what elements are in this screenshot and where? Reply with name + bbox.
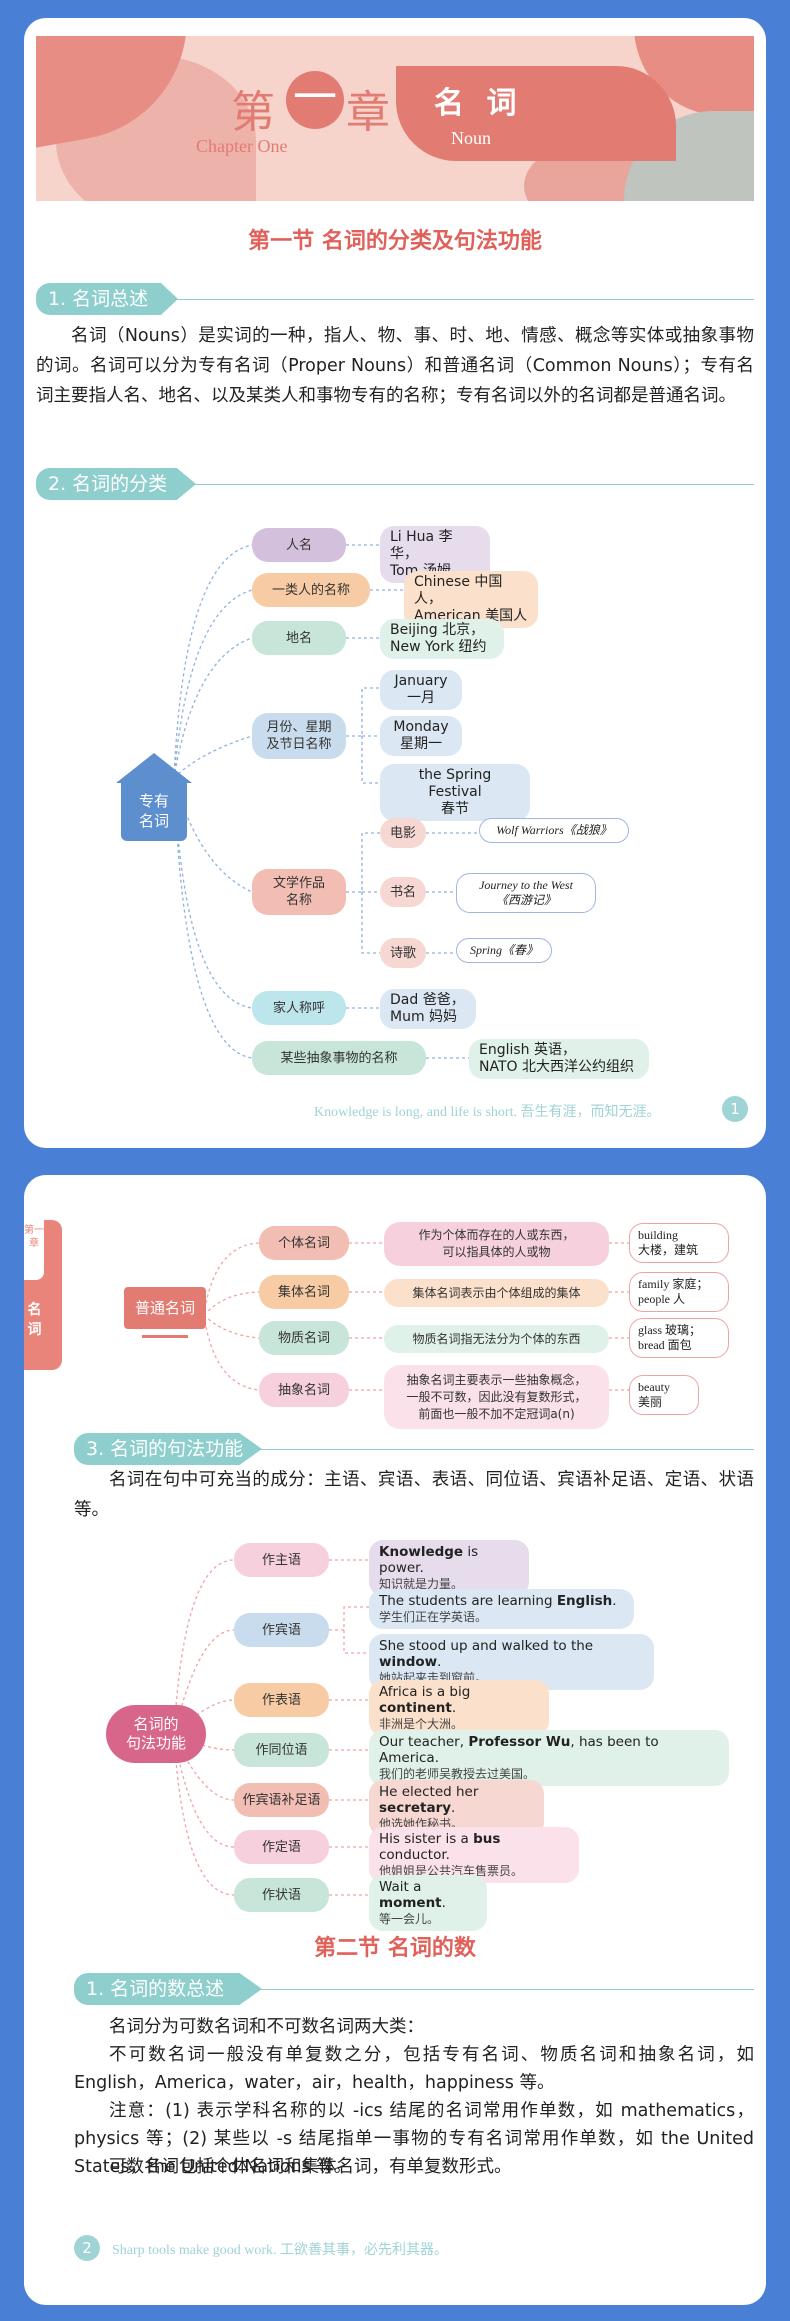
chapter-title-en: Noun xyxy=(451,128,491,148)
page-1: 第 一 章 Chapter One 名 词 Noun 第一节 名词的分类及句法功… xyxy=(24,18,766,1148)
leaf-place-name: Beijing 北京， New York 纽约 xyxy=(380,619,504,659)
syntax-paragraph: 名词在句中可充当的成分：主语、宾语、表语、同位语、宾语补足语、定语、状语等。 xyxy=(74,1470,754,1520)
branch-family: 家人称呼 xyxy=(252,991,346,1025)
chapter-title: 名 词 xyxy=(434,86,523,121)
leaf-spring-festival: the Spring Festival 春节 xyxy=(380,764,530,821)
page-footer-quote: Knowledge is long, and life is short. 吾生… xyxy=(314,1105,661,1120)
chapter-zhang: 章 xyxy=(346,88,390,137)
poem-example: Spring《春》 xyxy=(456,938,552,963)
proper-noun-root: 专有 名词 xyxy=(116,753,192,848)
sub-film: 电影 xyxy=(380,818,426,848)
common-abstract-ex: beauty 美丽 xyxy=(629,1375,699,1415)
number-line-4: 可数名词包括个体名词和集体名词，有单复数形式。 xyxy=(109,2157,512,2177)
subheading-syntax: 3. 名词的句法功能 xyxy=(74,1433,262,1465)
subheading-classification: 2. 名词的分类 xyxy=(36,468,196,500)
divider xyxy=(174,299,754,300)
func-object-complement-example: He elected her secretary.他选她作秘书。 xyxy=(369,1780,544,1836)
sub-poem: 诗歌 xyxy=(380,938,426,968)
page-number: 1 xyxy=(722,1096,748,1122)
common-noun-root: 普通名词 xyxy=(124,1287,206,1329)
syntax-root: 名词的 句法功能 xyxy=(106,1705,206,1763)
number-line-3: 注意：(1) 表示学科名称的以 -ics 结尾的名词常用作单数，如 mathem… xyxy=(74,2101,754,2177)
divider xyxy=(258,1989,754,1990)
branch-literature: 文学作品 名称 xyxy=(252,869,346,915)
chapter-en: Chapter One xyxy=(196,136,288,156)
page-2: 第一章 名词 普通名词 个体名词 作为个体而存在的人或东西， 可以指具体的人或物… xyxy=(24,1175,766,2305)
root-underline xyxy=(142,1335,188,1338)
func-adverbial: 作状语 xyxy=(234,1878,329,1912)
func-predicative: 作表语 xyxy=(234,1683,329,1717)
number-line-1: 名词分为可数名词和不可数名词两大类： xyxy=(109,2017,424,2037)
func-object: 作宾语 xyxy=(234,1613,329,1647)
common-collective-ex: family 家庭； people 人 xyxy=(629,1272,729,1312)
film-example: Wolf Warriors《战狼》 xyxy=(479,818,629,843)
proper-noun-label: 专有 名词 xyxy=(121,783,187,841)
page-number: 2 xyxy=(74,2235,100,2261)
func-predicative-example: Africa is a big continent.非洲是个大洲。 xyxy=(369,1680,549,1736)
divider xyxy=(258,1449,754,1450)
branch-group-name: 一类人的名称 xyxy=(252,573,370,607)
common-material: 物质名词 xyxy=(259,1321,349,1355)
chapter-banner: 第 一 章 Chapter One 名 词 Noun xyxy=(36,36,754,201)
chapter-title-pill xyxy=(396,66,676,161)
func-adverbial-example: Wait a moment.等一会儿。 xyxy=(369,1875,487,1931)
branch-person-name: 人名 xyxy=(252,528,346,562)
branch-place-name: 地名 xyxy=(252,621,346,655)
page-footer-quote: Sharp tools make good work. 工欲善其事，必先利其器。 xyxy=(112,2243,448,2258)
branch-dates: 月份、星期 及节日名称 xyxy=(252,713,346,759)
leaf-january: January 一月 xyxy=(380,670,462,710)
func-attributive-example: His sister is a bus conductor.他姐姐是公共汽车售票… xyxy=(369,1827,579,1883)
func-object-complement: 作宾语补足语 xyxy=(234,1783,329,1817)
side-tab-chapter: 第一章 xyxy=(24,1220,44,1280)
book-example: Journey to the West 《西游记》 xyxy=(456,873,596,913)
common-material-ex: glass 玻璃； bread 面包 xyxy=(629,1318,729,1358)
func-subject-example: Knowledge is power.知识就是力量。 xyxy=(369,1540,529,1596)
sub-book: 书名 xyxy=(380,877,426,907)
leaf-abstract-names: English 英语， NATO 北大西洋公约组织 xyxy=(469,1039,649,1079)
common-abstract-desc: 抽象名词主要表示一些抽象概念， 一般不可数，因此没有复数形式， 前面也一般不加不… xyxy=(384,1365,609,1429)
func-appositive-example: Our teacher, Professor Wu, has been to A… xyxy=(369,1730,729,1786)
func-attributive: 作定语 xyxy=(234,1830,329,1864)
leaf-family: Dad 爸爸， Mum 妈妈 xyxy=(380,989,476,1029)
number-line-2: 不可数名词一般没有单复数之分，包括专有名词、物质名词和抽象名词，如English… xyxy=(74,2045,754,2093)
chapter-di: 第 xyxy=(231,88,275,137)
chapter-side-tab: 第一章 名词 xyxy=(24,1220,62,1370)
common-collective: 集体名词 xyxy=(259,1275,349,1309)
section-title-2: 第二节 名词的数 xyxy=(314,1935,476,1961)
func-subject: 作主语 xyxy=(234,1543,329,1577)
divider xyxy=(192,484,754,485)
subheading-number: 1. 名词的数总述 xyxy=(74,1973,262,2005)
branch-abstract-names: 某些抽象事物的名称 xyxy=(252,1041,426,1075)
side-tab-title: 名词 xyxy=(27,1302,42,1338)
mindmap-connectors xyxy=(173,544,479,1059)
func-appositive: 作同位语 xyxy=(234,1733,329,1767)
subheading-overview: 1. 名词总述 xyxy=(36,283,178,315)
overview-paragraph: 名词（Nouns）是实词的一种，指人、物、事、时、地、情感、概念等实体或抽象事物… xyxy=(36,326,754,406)
section-title-1: 第一节 名词的分类及句法功能 xyxy=(248,228,542,254)
common-individual-ex: building 大楼，建筑 xyxy=(629,1223,729,1263)
chapter-number: 一 xyxy=(286,71,344,129)
func-object-example-1: The students are learning English.学生们正在学… xyxy=(369,1589,634,1629)
common-collective-desc: 集体名词表示由个体组成的集体 xyxy=(384,1279,609,1307)
common-individual: 个体名词 xyxy=(259,1226,349,1260)
common-material-desc: 物质名词指无法分为个体的东西 xyxy=(384,1325,609,1353)
common-abstract: 抽象名词 xyxy=(259,1373,349,1407)
common-individual-desc: 作为个体而存在的人或东西， 可以指具体的人或物 xyxy=(384,1222,609,1266)
leaf-monday: Monday 星期一 xyxy=(380,716,462,756)
